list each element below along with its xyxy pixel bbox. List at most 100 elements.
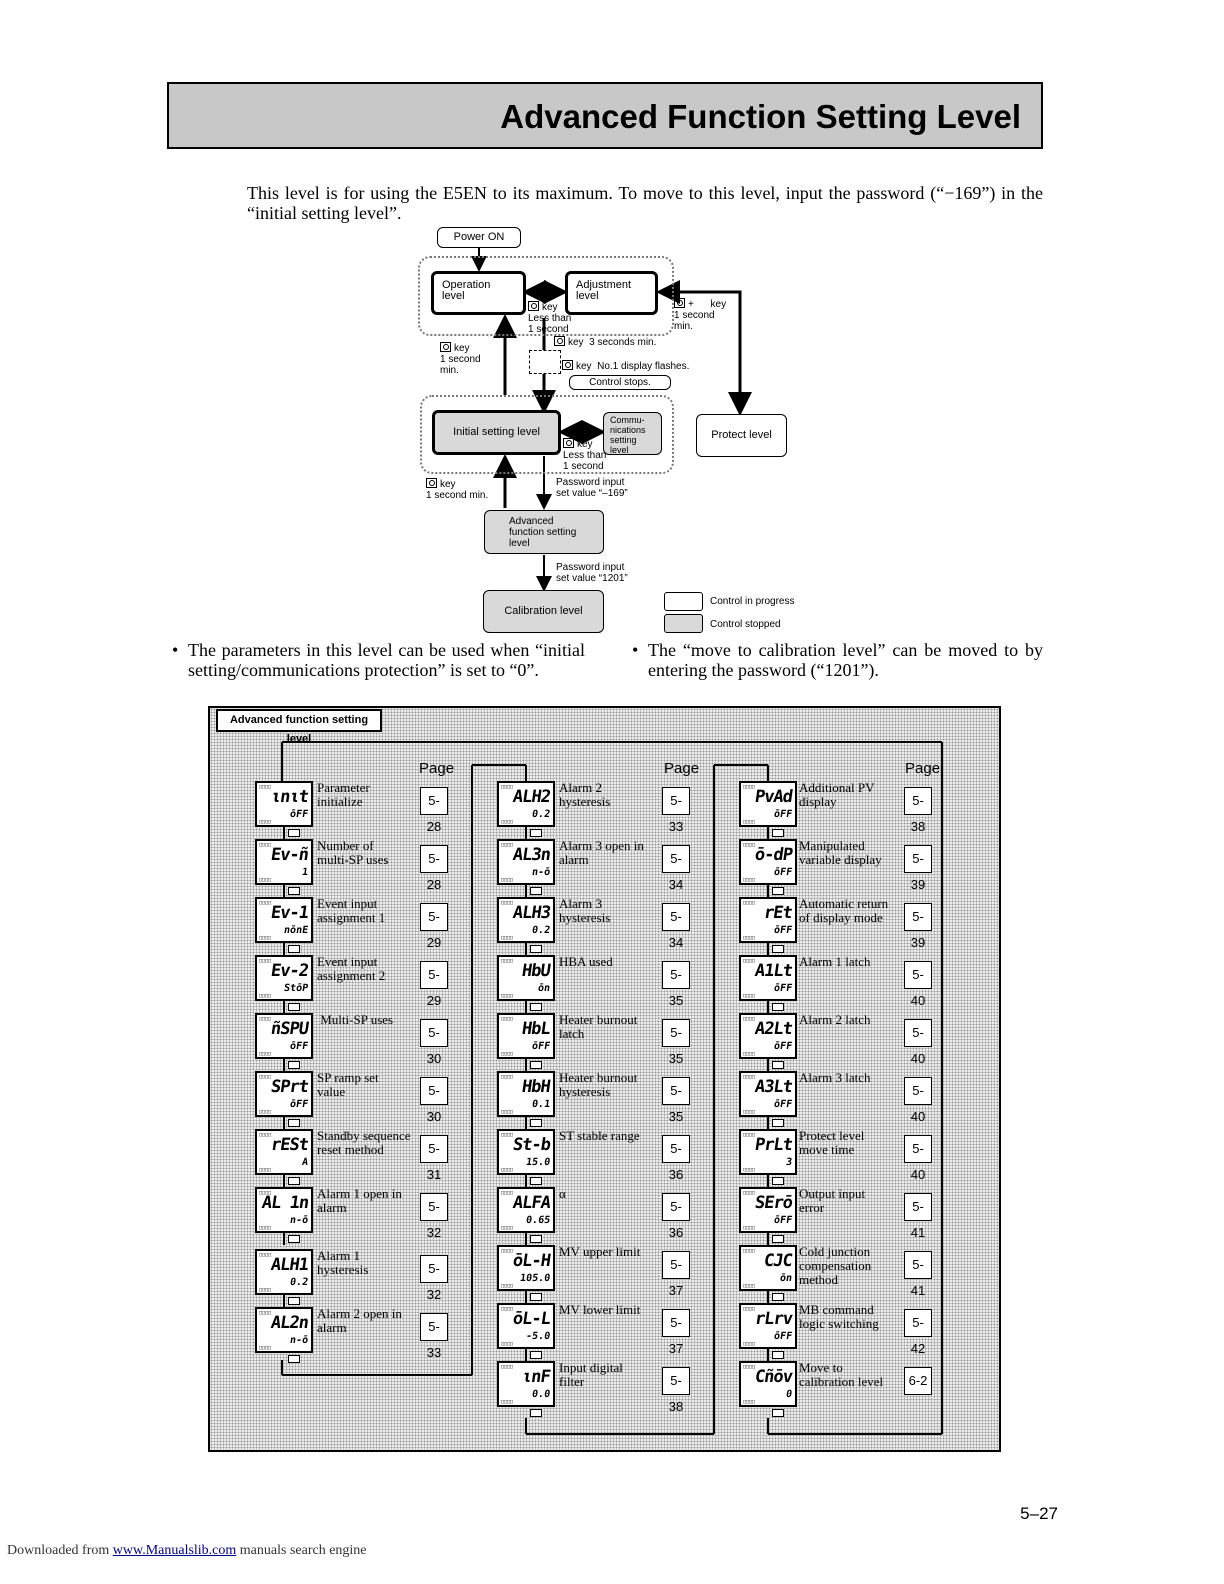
mode-key-icon: [772, 1235, 784, 1243]
parameter-name: Alarm 3 hysteresis: [559, 896, 611, 925]
parameter-code: ōL-H: [511, 1251, 552, 1271]
indicator-lamps: □□□□: [501, 900, 514, 906]
parameter-value: 105.0: [519, 1273, 551, 1284]
page-title: Advanced Function Setting Level: [500, 98, 1021, 135]
parameter-code: HbL: [520, 1019, 552, 1039]
indicator-lamps: □□□□: [743, 1074, 756, 1080]
mode-key-icon: [530, 1235, 542, 1243]
indicator-lamps: □□□□: [501, 958, 514, 964]
indicator-lamps: □□□□: [743, 1190, 756, 1196]
page-reference: 5-29: [420, 903, 448, 950]
indicator-lamps: □□□□: [743, 958, 756, 964]
page-reference: 5-38: [904, 787, 932, 834]
indicator-lamps: □□□□: [743, 1132, 756, 1138]
parameter-name: Additional PV display: [799, 780, 875, 809]
page-reference: 5-32: [420, 1255, 448, 1302]
manualslib-link[interactable]: www.Manualslib.com: [112, 1543, 237, 1558]
parameter-name: MV upper limit: [559, 1244, 641, 1259]
key-icon: [562, 360, 573, 370]
indicator-lamps: □□□□: [501, 1248, 514, 1254]
indicator-lamps: □□□□: [259, 1225, 272, 1231]
mode-key-icon: [530, 1409, 542, 1417]
parameter-code: ALH2: [511, 787, 552, 807]
parameter-code: HbH: [520, 1077, 552, 1097]
indicator-lamps: □□□□: [501, 1190, 514, 1196]
advanced-function-level-box: Advanced function setting level: [484, 510, 604, 554]
parameter-name: Event input assignment 1: [317, 896, 386, 925]
parameter-name: Parameter initialize: [317, 780, 370, 809]
indicator-lamps: □□□□: [501, 1341, 514, 1347]
parameter-value: ōn: [779, 1273, 793, 1284]
page-reference: 5-34: [662, 845, 690, 892]
key-1s-min-label: key 1 second min.: [440, 342, 481, 376]
parameter-value: 0.2: [289, 1277, 309, 1288]
mode-key-icon: [772, 829, 784, 837]
flow-arrows: [471, 248, 752, 592]
mode-key-icon: [288, 945, 300, 953]
indicator-lamps: □□□□: [743, 1167, 756, 1173]
mode-key-icon: [530, 945, 542, 953]
intro-paragraph: This level is for using the E5EN to its …: [247, 183, 1043, 223]
key-icon: [563, 438, 574, 448]
power-on-box: Power ON: [437, 227, 521, 248]
parameter-code: rLrv: [753, 1309, 794, 1329]
parameter-name: Alarm 1 hysteresis: [317, 1248, 369, 1277]
mode-key-icon: [772, 1293, 784, 1301]
mode-key-icon: [288, 1003, 300, 1011]
parameter-value: n-ō: [289, 1335, 309, 1346]
parameter-name: Automatic return of display mode: [799, 896, 889, 925]
mode-key-icon: [288, 1177, 300, 1185]
mode-key-icon: [288, 1061, 300, 1069]
key-less-1s-label: key Less than 1 second: [528, 301, 572, 335]
indicator-lamps: □□□□: [259, 1190, 272, 1196]
indicator-lamps: □□□□: [743, 842, 756, 848]
parameter-code: PvAd: [753, 787, 794, 807]
mode-key-icon: [772, 1177, 784, 1185]
page-reference: 5-40: [904, 1019, 932, 1066]
legend-progress-swatch: [664, 592, 703, 611]
page-number: 5–27: [1020, 1504, 1058, 1523]
parameter-value: ōFF: [773, 1099, 793, 1110]
indicator-lamps: □□□□: [259, 842, 272, 848]
operation-level-box: Operation level: [431, 271, 526, 315]
indicator-lamps: □□□□: [743, 1364, 756, 1370]
parameter-value: -5.0: [525, 1331, 551, 1342]
indicator-lamps: □□□□: [743, 1283, 756, 1289]
parameter-name: Heater burnout hysteresis: [559, 1070, 638, 1099]
parameter-code: PrLt: [753, 1135, 794, 1155]
parameter-code: ōL-L: [511, 1309, 552, 1329]
parameter-value: ōFF: [773, 867, 793, 878]
mode-key-icon: [530, 1061, 542, 1069]
parameter-name: Cold junction compensation method: [799, 1244, 872, 1287]
page-reference: 5-30: [420, 1019, 448, 1066]
parameter-value: 0.1: [531, 1099, 551, 1110]
calibration-level-box: Calibration level: [483, 590, 604, 633]
page-reference: 5-41: [904, 1193, 932, 1240]
indicator-lamps: □□□□: [743, 1109, 756, 1115]
indicator-lamps: □□□□: [259, 1051, 272, 1057]
parameter-code: ALFA: [511, 1193, 552, 1213]
key-less-1s-label-2: key Less than 1 second: [563, 438, 607, 472]
protect-level-box: Protect level: [696, 414, 787, 457]
parameter-value: ōFF: [531, 1041, 551, 1052]
page-reference: 5-34: [662, 903, 690, 950]
mode-key-icon: [772, 1003, 784, 1011]
indicator-lamps: □□□□: [501, 877, 514, 883]
parameter-code: Ev-2: [269, 961, 310, 981]
indicator-lamps: □□□□: [501, 993, 514, 999]
indicator-lamps: □□□□: [259, 1252, 272, 1258]
indicator-lamps: □□□□: [501, 1074, 514, 1080]
page-reference: 5-33: [420, 1313, 448, 1360]
parameter-name: Alarm 1 latch: [799, 954, 871, 969]
parameter-name: Alarm 1 open in alarm: [317, 1186, 402, 1215]
